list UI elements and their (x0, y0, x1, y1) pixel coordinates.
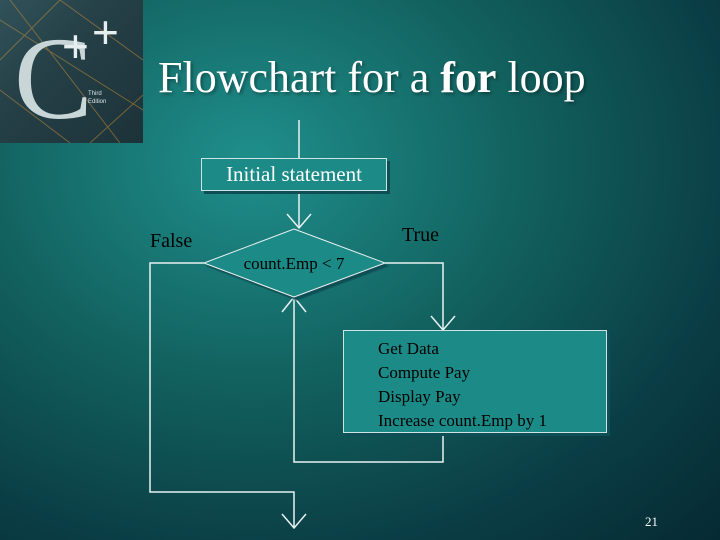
arrowhead-exit (281, 513, 307, 530)
body-line-display-pay: Display Pay (378, 387, 461, 406)
logo-c-glyph: C (14, 13, 93, 143)
false-label: False (150, 230, 192, 252)
true-label: True (402, 224, 439, 246)
title-keyword: for (440, 53, 497, 102)
body-line-get-data: Get Data (378, 339, 439, 358)
initial-statement-label: Initial statement (226, 162, 362, 186)
flow-lines (149, 120, 456, 530)
connector-false-branch (149, 262, 295, 528)
logo-plus-2: + (92, 6, 119, 58)
condition-diamond (202, 228, 387, 298)
logo-texture (0, 0, 143, 143)
logo-small-text-1: Third (88, 91, 102, 97)
body-line-increase-count: Increase count.Emp by 1 (378, 411, 547, 430)
logo-plus-1: + (62, 20, 89, 72)
book-cover-logo: C + + Third Edition (0, 0, 143, 143)
logo-art: C + + Third Edition (0, 0, 143, 143)
connector-true-branch (385, 262, 444, 330)
body-line-compute-pay: Compute Pay (378, 363, 471, 382)
page-number: 21 (645, 514, 658, 529)
arrowhead-initial-to-condition (286, 213, 312, 230)
connector-loop-back (293, 297, 444, 463)
condition-label: count.Emp < 7 (244, 254, 345, 273)
loop-body-box: Get Data Compute Pay Display Pay Increas… (343, 330, 607, 433)
slide-title: Flowchart for a for loop (158, 52, 586, 103)
title-prefix: Flowchart for a (158, 53, 441, 102)
initial-statement-box: Initial statement (201, 158, 387, 191)
logo-small-text-2: Edition (88, 99, 106, 105)
title-suffix: loop (496, 53, 586, 102)
